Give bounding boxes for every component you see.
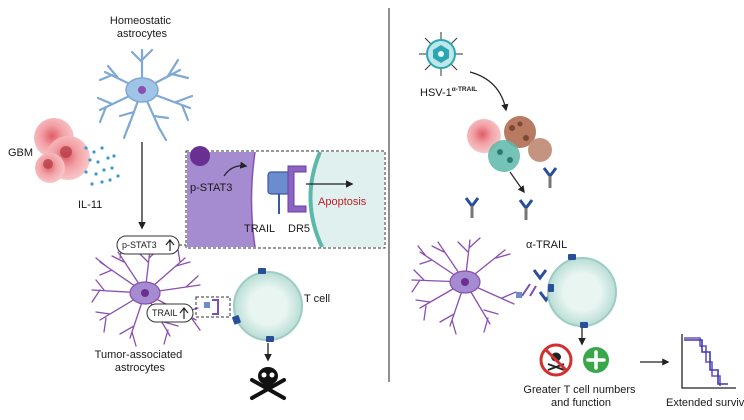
extended-label: Extended survival bbox=[666, 397, 744, 409]
gbm-label: GBM bbox=[8, 147, 33, 159]
trail-panel-label: TRAIL bbox=[244, 223, 275, 235]
tumor-astrocyte-nucleus bbox=[141, 289, 149, 297]
t-cell-left bbox=[233, 271, 303, 341]
hsv-arrow bbox=[469, 71, 509, 112]
trail-badge-label: TRAIL bbox=[152, 308, 178, 318]
homeostatic-label: Homeostatic astrocytes bbox=[110, 15, 174, 40]
stop-sign-icon bbox=[539, 343, 573, 377]
dr5-label: DR5 bbox=[288, 223, 310, 235]
zoom-panel-contents bbox=[187, 146, 384, 248]
trail-mini-complex bbox=[204, 299, 219, 315]
up-arrow-icon bbox=[179, 307, 189, 319]
infected-gbm-cluster bbox=[467, 116, 552, 172]
homeostatic-astrocyte bbox=[96, 48, 194, 142]
trail-dr5-complex bbox=[267, 165, 307, 214]
tcell-receptors-left bbox=[232, 268, 274, 342]
greater-label: Greater T cell numbers and function bbox=[523, 384, 638, 409]
tcell-receptors-right bbox=[548, 254, 588, 328]
hsv-label: HSV-1α-TRAIL bbox=[420, 86, 477, 99]
alpha-trail-label: α-TRAIL bbox=[526, 239, 567, 251]
zoom-connector bbox=[179, 244, 187, 248]
il11-label: IL-11 bbox=[78, 199, 102, 211]
tumor-astro-label: Tumor-associated astrocytes bbox=[95, 349, 186, 374]
trail-zoom-box bbox=[195, 296, 231, 318]
t-cell-right bbox=[547, 257, 617, 327]
pstat3-panel-label: p-STAT3 bbox=[190, 182, 232, 194]
hsv-virus-icon bbox=[419, 32, 463, 76]
tcell-label: T cell bbox=[304, 293, 330, 305]
up-arrow-icon bbox=[165, 239, 175, 251]
gbm-cells bbox=[34, 118, 90, 183]
skull-crossbones-icon bbox=[250, 367, 286, 400]
synapse-antibodies bbox=[516, 269, 554, 303]
homeostatic-nucleus bbox=[138, 86, 146, 94]
plus-icon bbox=[583, 347, 609, 373]
pstat3-arrow bbox=[223, 161, 248, 177]
survival-curve-icon bbox=[681, 334, 736, 389]
pstat3-badge-label: p-STAT3 bbox=[122, 240, 157, 250]
release-arrow bbox=[509, 171, 525, 194]
trail-badge bbox=[146, 303, 194, 323]
antibodies bbox=[464, 167, 558, 220]
tumor-astrocyte-right-nucleus bbox=[461, 278, 469, 286]
il11-dots bbox=[84, 146, 120, 186]
apoptosis-label: Apoptosis bbox=[318, 196, 367, 208]
